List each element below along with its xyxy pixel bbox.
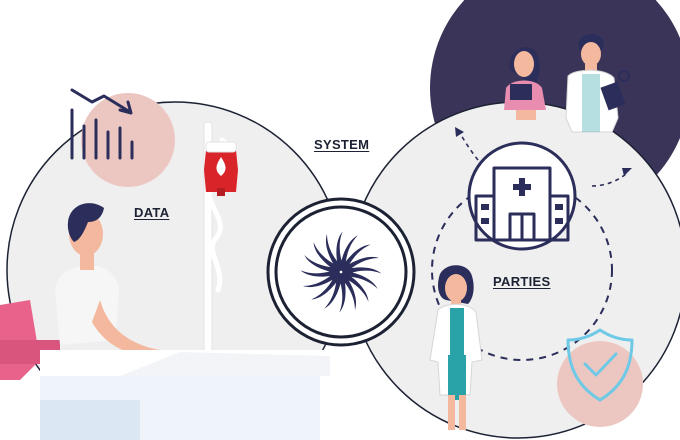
spiral-logo-icon <box>266 197 416 347</box>
parties-orbit <box>431 179 613 361</box>
hospital-icon <box>467 141 577 251</box>
shield-pink-blob <box>557 341 643 427</box>
downtrend-chart-icon <box>70 88 134 160</box>
parties-label: PARTIES <box>493 274 551 289</box>
male-doctor-illustration <box>565 33 630 133</box>
patient-illustration <box>0 203 340 440</box>
female-nurse-illustration <box>504 47 546 120</box>
female-doctor-illustration <box>429 265 483 430</box>
arrow-heads <box>455 127 632 176</box>
blood-bag-icon <box>203 121 238 353</box>
data-pink-blob <box>81 93 175 187</box>
data-label: DATA <box>134 205 170 220</box>
system-label: SYSTEM <box>314 137 370 152</box>
shield-check-icon <box>566 328 634 402</box>
